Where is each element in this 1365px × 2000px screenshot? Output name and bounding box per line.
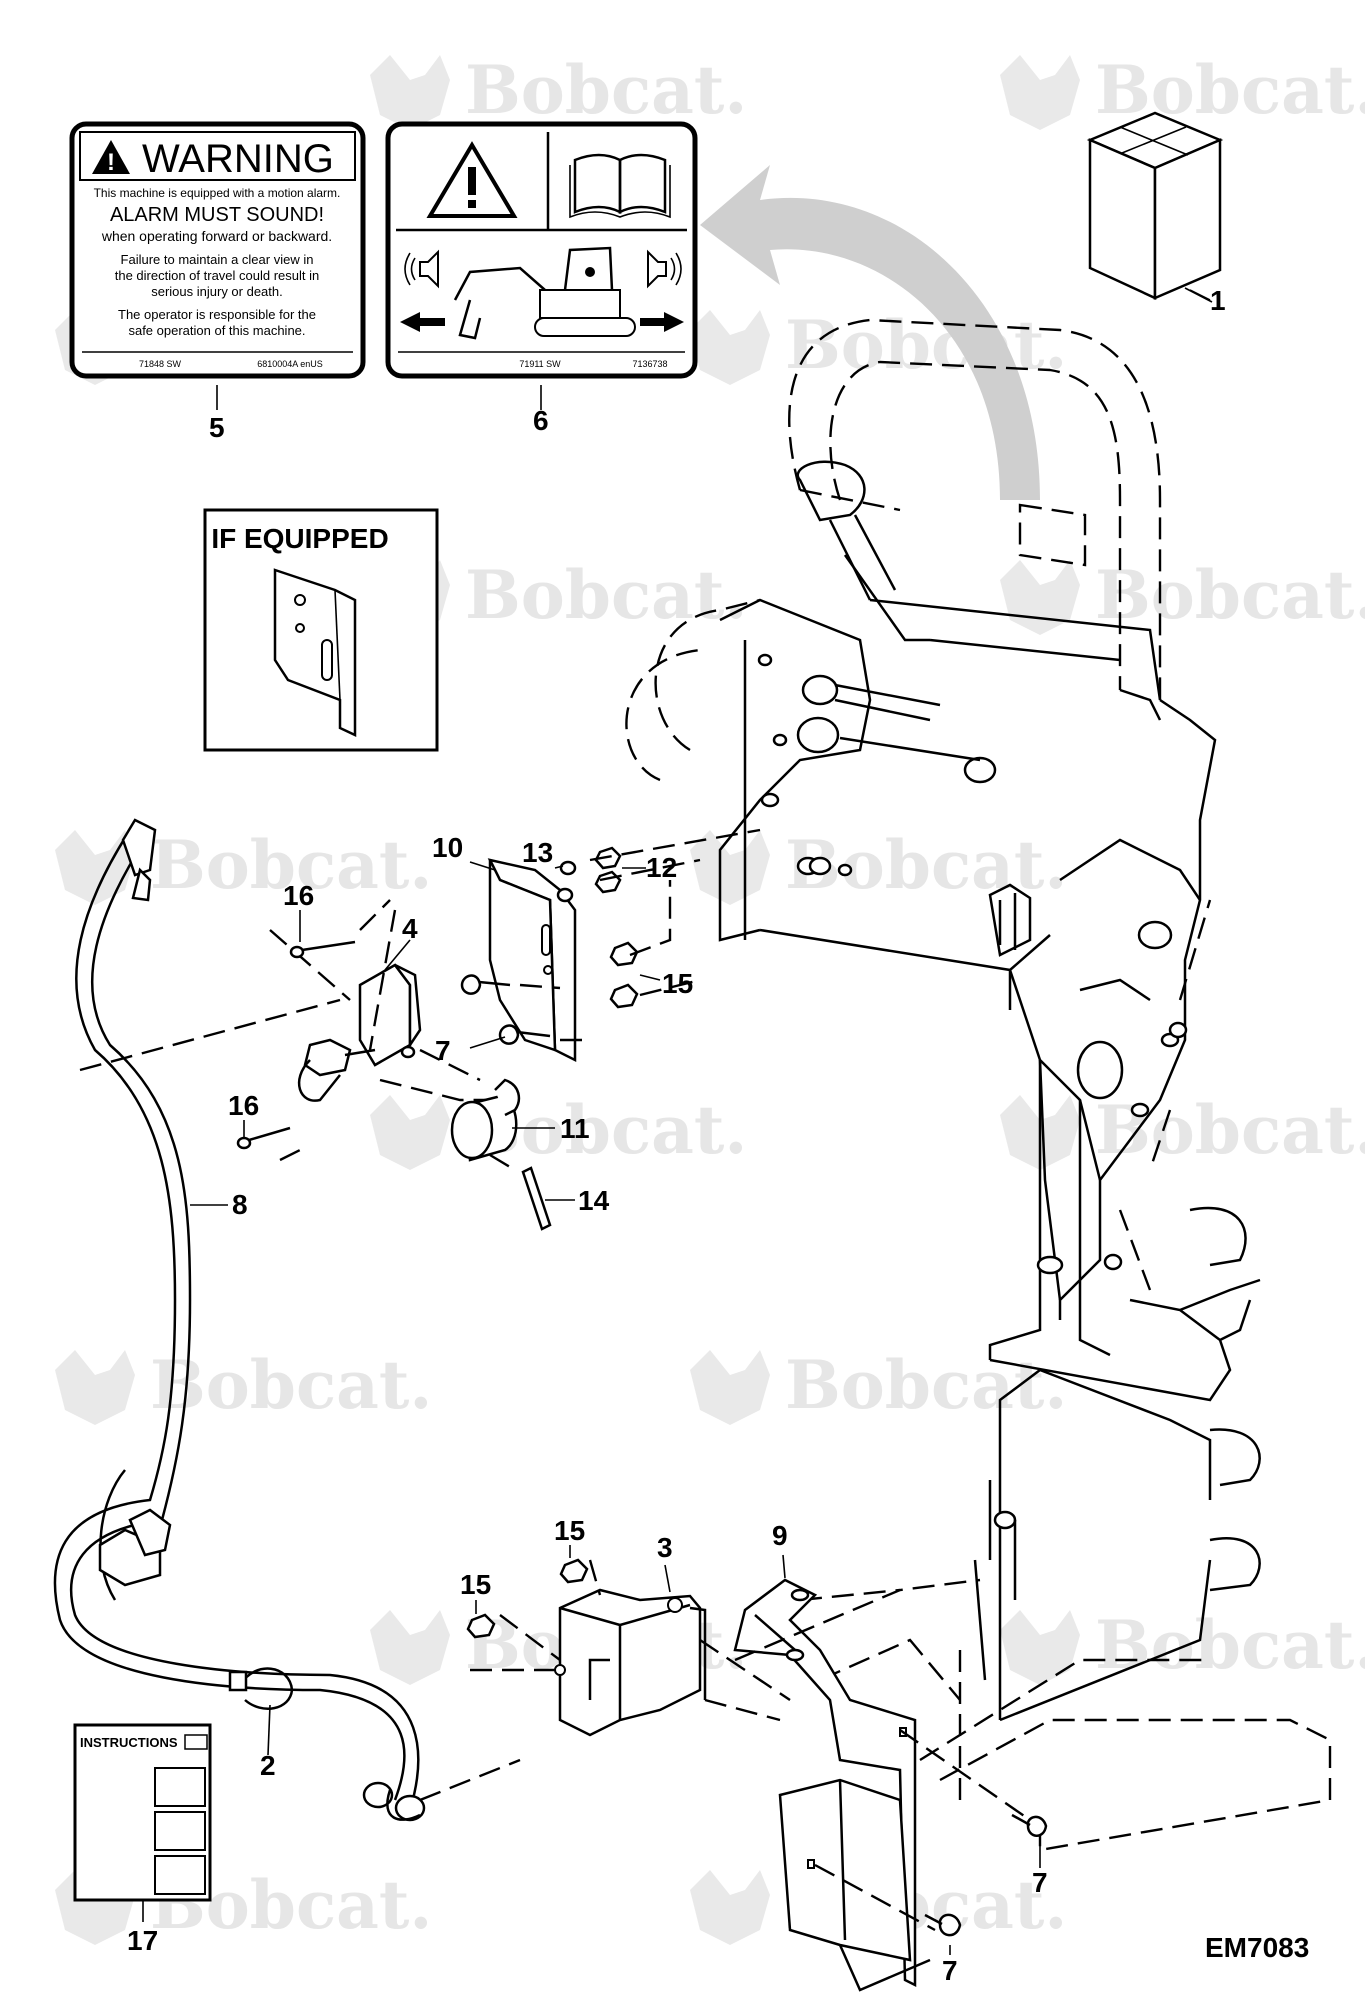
- callout-5: 5: [209, 412, 225, 443]
- part-5-warning-decal: ! WARNING This machine is equipped with …: [69, 121, 366, 379]
- callout-6: 6: [533, 405, 549, 436]
- callout-7-lower-left: 7: [942, 1955, 958, 1986]
- part-15-nut-lower-b: [466, 1613, 496, 1639]
- part-7-bolts-upper: [460, 974, 551, 1045]
- callout-2: 2: [260, 1750, 276, 1781]
- callout-10: 10: [432, 832, 463, 863]
- watermark-layer: Bobcat. Bobcat. Bobcat. Bobcat. Bobcat. …: [55, 51, 1365, 1945]
- callout-14: 14: [578, 1185, 610, 1216]
- warning-decal-code-right: 6810004A enUS: [257, 359, 323, 369]
- bobcat-logo-watermark-icon: [370, 1095, 450, 1170]
- bobcat-logo-watermark-icon: [1000, 1610, 1080, 1685]
- warning-triangle-icon: [92, 140, 130, 174]
- excavator-icon: [453, 246, 636, 340]
- callout-7-upper: 7: [435, 1035, 451, 1066]
- bobcat-logo-watermark-icon: [55, 830, 135, 905]
- callout-8: 8: [232, 1189, 248, 1220]
- callout-7-lower-right: 7: [1032, 1867, 1048, 1898]
- callout-12: 12: [646, 852, 677, 883]
- warning-line-8: safe operation of this machine.: [128, 323, 305, 338]
- svg-text:!: !: [107, 149, 115, 176]
- alarm-speaker-left-icon: [404, 249, 439, 289]
- bobcat-logo-watermark-icon: [55, 1350, 135, 1425]
- part-15-nut-lower-a: [559, 1558, 589, 1584]
- leader-lines: [142, 289, 1211, 1955]
- callout-9: 9: [772, 1520, 788, 1551]
- bobcat-watermark-text: Bobcat.: [785, 306, 1067, 384]
- bobcat-logo-watermark-icon: [690, 1350, 770, 1425]
- warning-line-4: Failure to maintain a clear view in: [121, 252, 314, 267]
- part-10-bracket: [487, 858, 577, 1063]
- bobcat-watermark-text: Bobcat.: [150, 1346, 432, 1424]
- instructions-label: INSTRUCTIONS: [80, 1735, 178, 1750]
- part-3-alarm: [554, 1588, 707, 1737]
- warning-line-7: The operator is responsible for the: [118, 307, 316, 322]
- part-17-instructions: INSTRUCTIONS: [73, 1723, 212, 1902]
- alarm-speaker-right-icon: [647, 249, 682, 289]
- bobcat-logo-watermark-icon: [1000, 55, 1080, 130]
- bobcat-watermark-text: Bobcat.: [1095, 1606, 1365, 1684]
- bobcat-watermark-text: Bobcat.: [465, 556, 747, 634]
- bobcat-logo-watermark-icon: [370, 1610, 450, 1685]
- if-equipped-label: IF EQUIPPED: [211, 523, 388, 554]
- warning-line-2: ALARM MUST SOUND!: [110, 204, 324, 226]
- bobcat-logo-watermark-icon: [690, 310, 770, 385]
- warning-line-6: serious injury or death.: [151, 284, 283, 299]
- bobcat-watermark-text: Bobcat.: [1095, 51, 1365, 129]
- part-1-box: [1086, 111, 1224, 303]
- bobcat-logo-watermark-icon: [370, 55, 450, 130]
- callout-17: 17: [127, 1925, 158, 1956]
- part-7-bolt-lower-right: [1011, 1813, 1048, 1837]
- decal-location-arrow: [700, 165, 1040, 500]
- bobcat-watermark-text: Bobcat.: [465, 51, 747, 129]
- callout-3: 3: [657, 1532, 673, 1563]
- pictorial-decal-code-left: 71911 SW: [519, 359, 561, 369]
- manual-book-icon: [569, 153, 671, 219]
- part-8-wire-harness: [53, 818, 521, 1822]
- callout-13: 13: [522, 837, 553, 868]
- callout-11: 11: [560, 1113, 590, 1144]
- bobcat-logo-watermark-icon: [1000, 560, 1080, 635]
- callout-1: 1: [1210, 285, 1226, 316]
- warning-line-3: when operating forward or backward.: [101, 228, 332, 244]
- warning-line-1: This machine is equipped with a motion a…: [94, 186, 341, 200]
- diagram-code: EM7083: [1205, 1932, 1309, 1963]
- console-frame: [625, 318, 1332, 1852]
- callout-16-lower: 16: [228, 1090, 259, 1121]
- arrow-right-icon: [640, 312, 684, 332]
- part-7-bolt-lower-left: [924, 1913, 962, 1937]
- part-12-nut: [594, 846, 622, 894]
- bobcat-logo-watermark-icon: [690, 1870, 770, 1945]
- warning-line-5: the direction of travel could result in: [115, 268, 320, 283]
- callout-15-upper: 15: [662, 968, 693, 999]
- bobcat-logo-watermark-icon: [690, 830, 770, 905]
- callout-15-lower-a: 15: [554, 1515, 585, 1546]
- part-6-pictorial-decal: 71911 SW 7136738: [385, 121, 698, 379]
- bobcat-watermark-text: Bobcat.: [150, 826, 432, 904]
- callout-15-lower-b: 15: [460, 1569, 491, 1600]
- part-4-switch: [298, 963, 422, 1102]
- part-14-pin: [521, 1166, 552, 1231]
- bobcat-watermark-text: Bobcat.: [1095, 1091, 1365, 1169]
- part-15-nuts-upper: [609, 941, 639, 1009]
- callout-labels: 1 2 3 4 5 6 7 7 7 8 9 10 11 12 13 14 15 …: [127, 285, 1309, 1986]
- warning-heading: WARNING: [142, 137, 334, 181]
- callout-4: 4: [402, 913, 418, 944]
- part-13-washer: [556, 860, 577, 903]
- callout-16-upper: 16: [283, 880, 314, 911]
- part-16-screw-lower: [236, 1126, 291, 1150]
- part-9-bracket: [733, 1578, 931, 1992]
- pictorial-decal-code-right: 7136738: [632, 359, 667, 369]
- bobcat-watermark-text: Bobcat.: [1095, 556, 1365, 634]
- bobcat-watermark-text: Bobcat.: [785, 1346, 1067, 1424]
- if-equipped-box: IF EQUIPPED: [203, 508, 439, 752]
- warning-decal-code-left: 71848 SW: [139, 359, 182, 369]
- arrow-left-icon: [400, 312, 445, 332]
- part-2-cable-tie: [228, 1667, 294, 1710]
- part-16-screw-upper: [289, 940, 356, 959]
